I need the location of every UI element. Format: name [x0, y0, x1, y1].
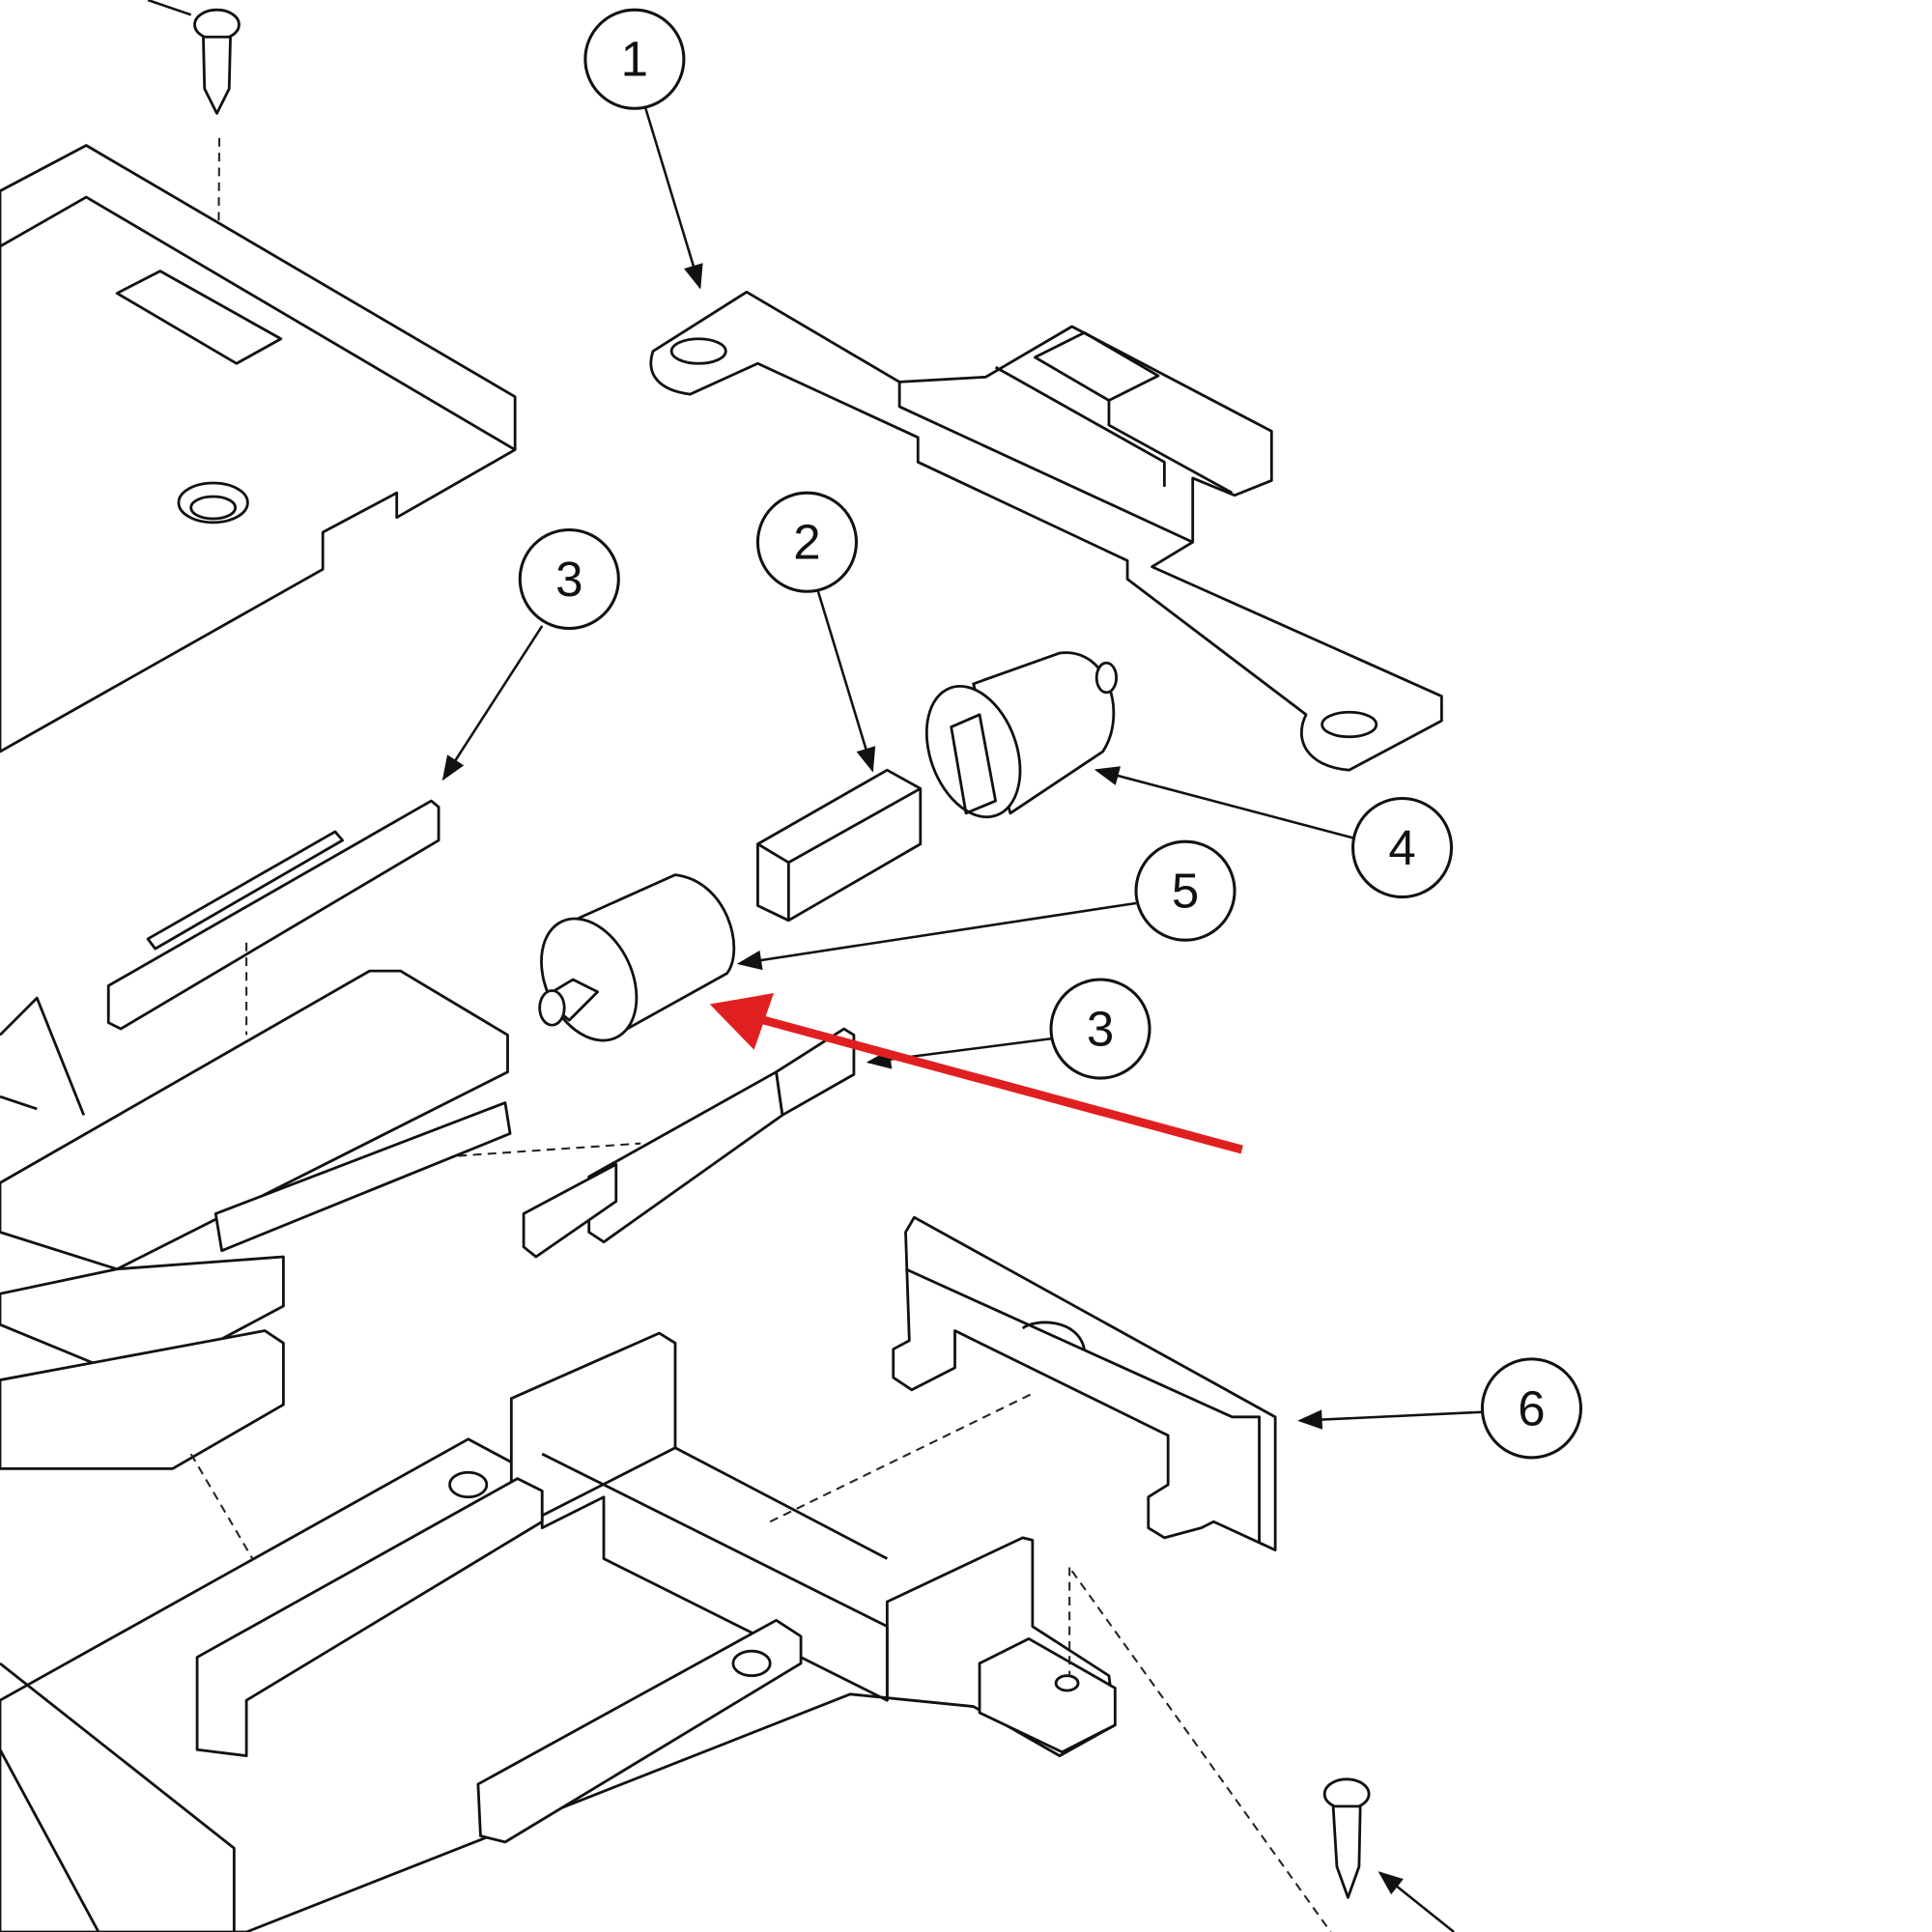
- callout-label: 4: [1388, 820, 1415, 875]
- part-3-rail-upper: [106, 799, 440, 1036]
- part-4-cylinder: [924, 651, 1119, 819]
- part-5-roller: [538, 873, 736, 1042]
- callout-label: 1: [621, 32, 648, 87]
- part-6-clip: [892, 1215, 1277, 1551]
- part-1-bracket: [649, 290, 1443, 772]
- callout-2: 2: [755, 491, 859, 593]
- callout-3-upper: 3: [518, 527, 620, 631]
- callout-label: 6: [1518, 1380, 1545, 1435]
- cover-plate: [0, 144, 517, 753]
- leader-lines: [441, 107, 1483, 1430]
- callout-3-lower: 3: [1049, 978, 1151, 1080]
- callout-label: 2: [793, 515, 820, 570]
- screw-bottom-right: [1322, 1777, 1455, 1932]
- callout-label: 5: [1172, 864, 1199, 919]
- callout-4: 4: [1350, 797, 1454, 899]
- callout-label: 3: [1087, 1002, 1114, 1057]
- callout-label: 3: [555, 552, 582, 607]
- callout-5: 5: [1134, 839, 1236, 942]
- part-2-block: [756, 768, 923, 923]
- red-highlight-arrow: [709, 993, 1243, 1154]
- chassis-base: [0, 1331, 1332, 1932]
- callout-6: 6: [1480, 1357, 1583, 1460]
- callout-1: 1: [583, 8, 686, 110]
- screw-top-left: [147, 0, 241, 487]
